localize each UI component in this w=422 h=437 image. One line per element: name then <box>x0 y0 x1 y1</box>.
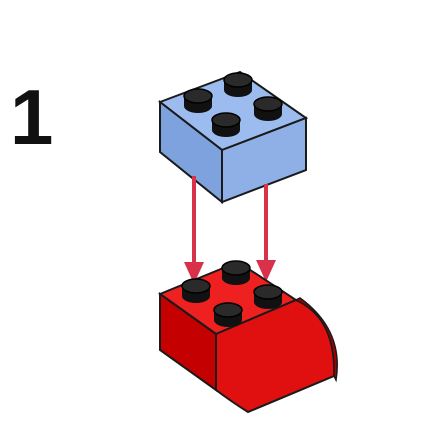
red-curved-brick-icon <box>157 260 338 414</box>
blue-brick-icon <box>157 70 309 205</box>
red-brick-studs <box>181 260 283 327</box>
arrow-down-icon <box>184 176 204 284</box>
arrow-down-icon-2 <box>256 184 276 282</box>
blue-brick-studs <box>183 72 283 137</box>
step-number: 1 <box>10 73 54 161</box>
